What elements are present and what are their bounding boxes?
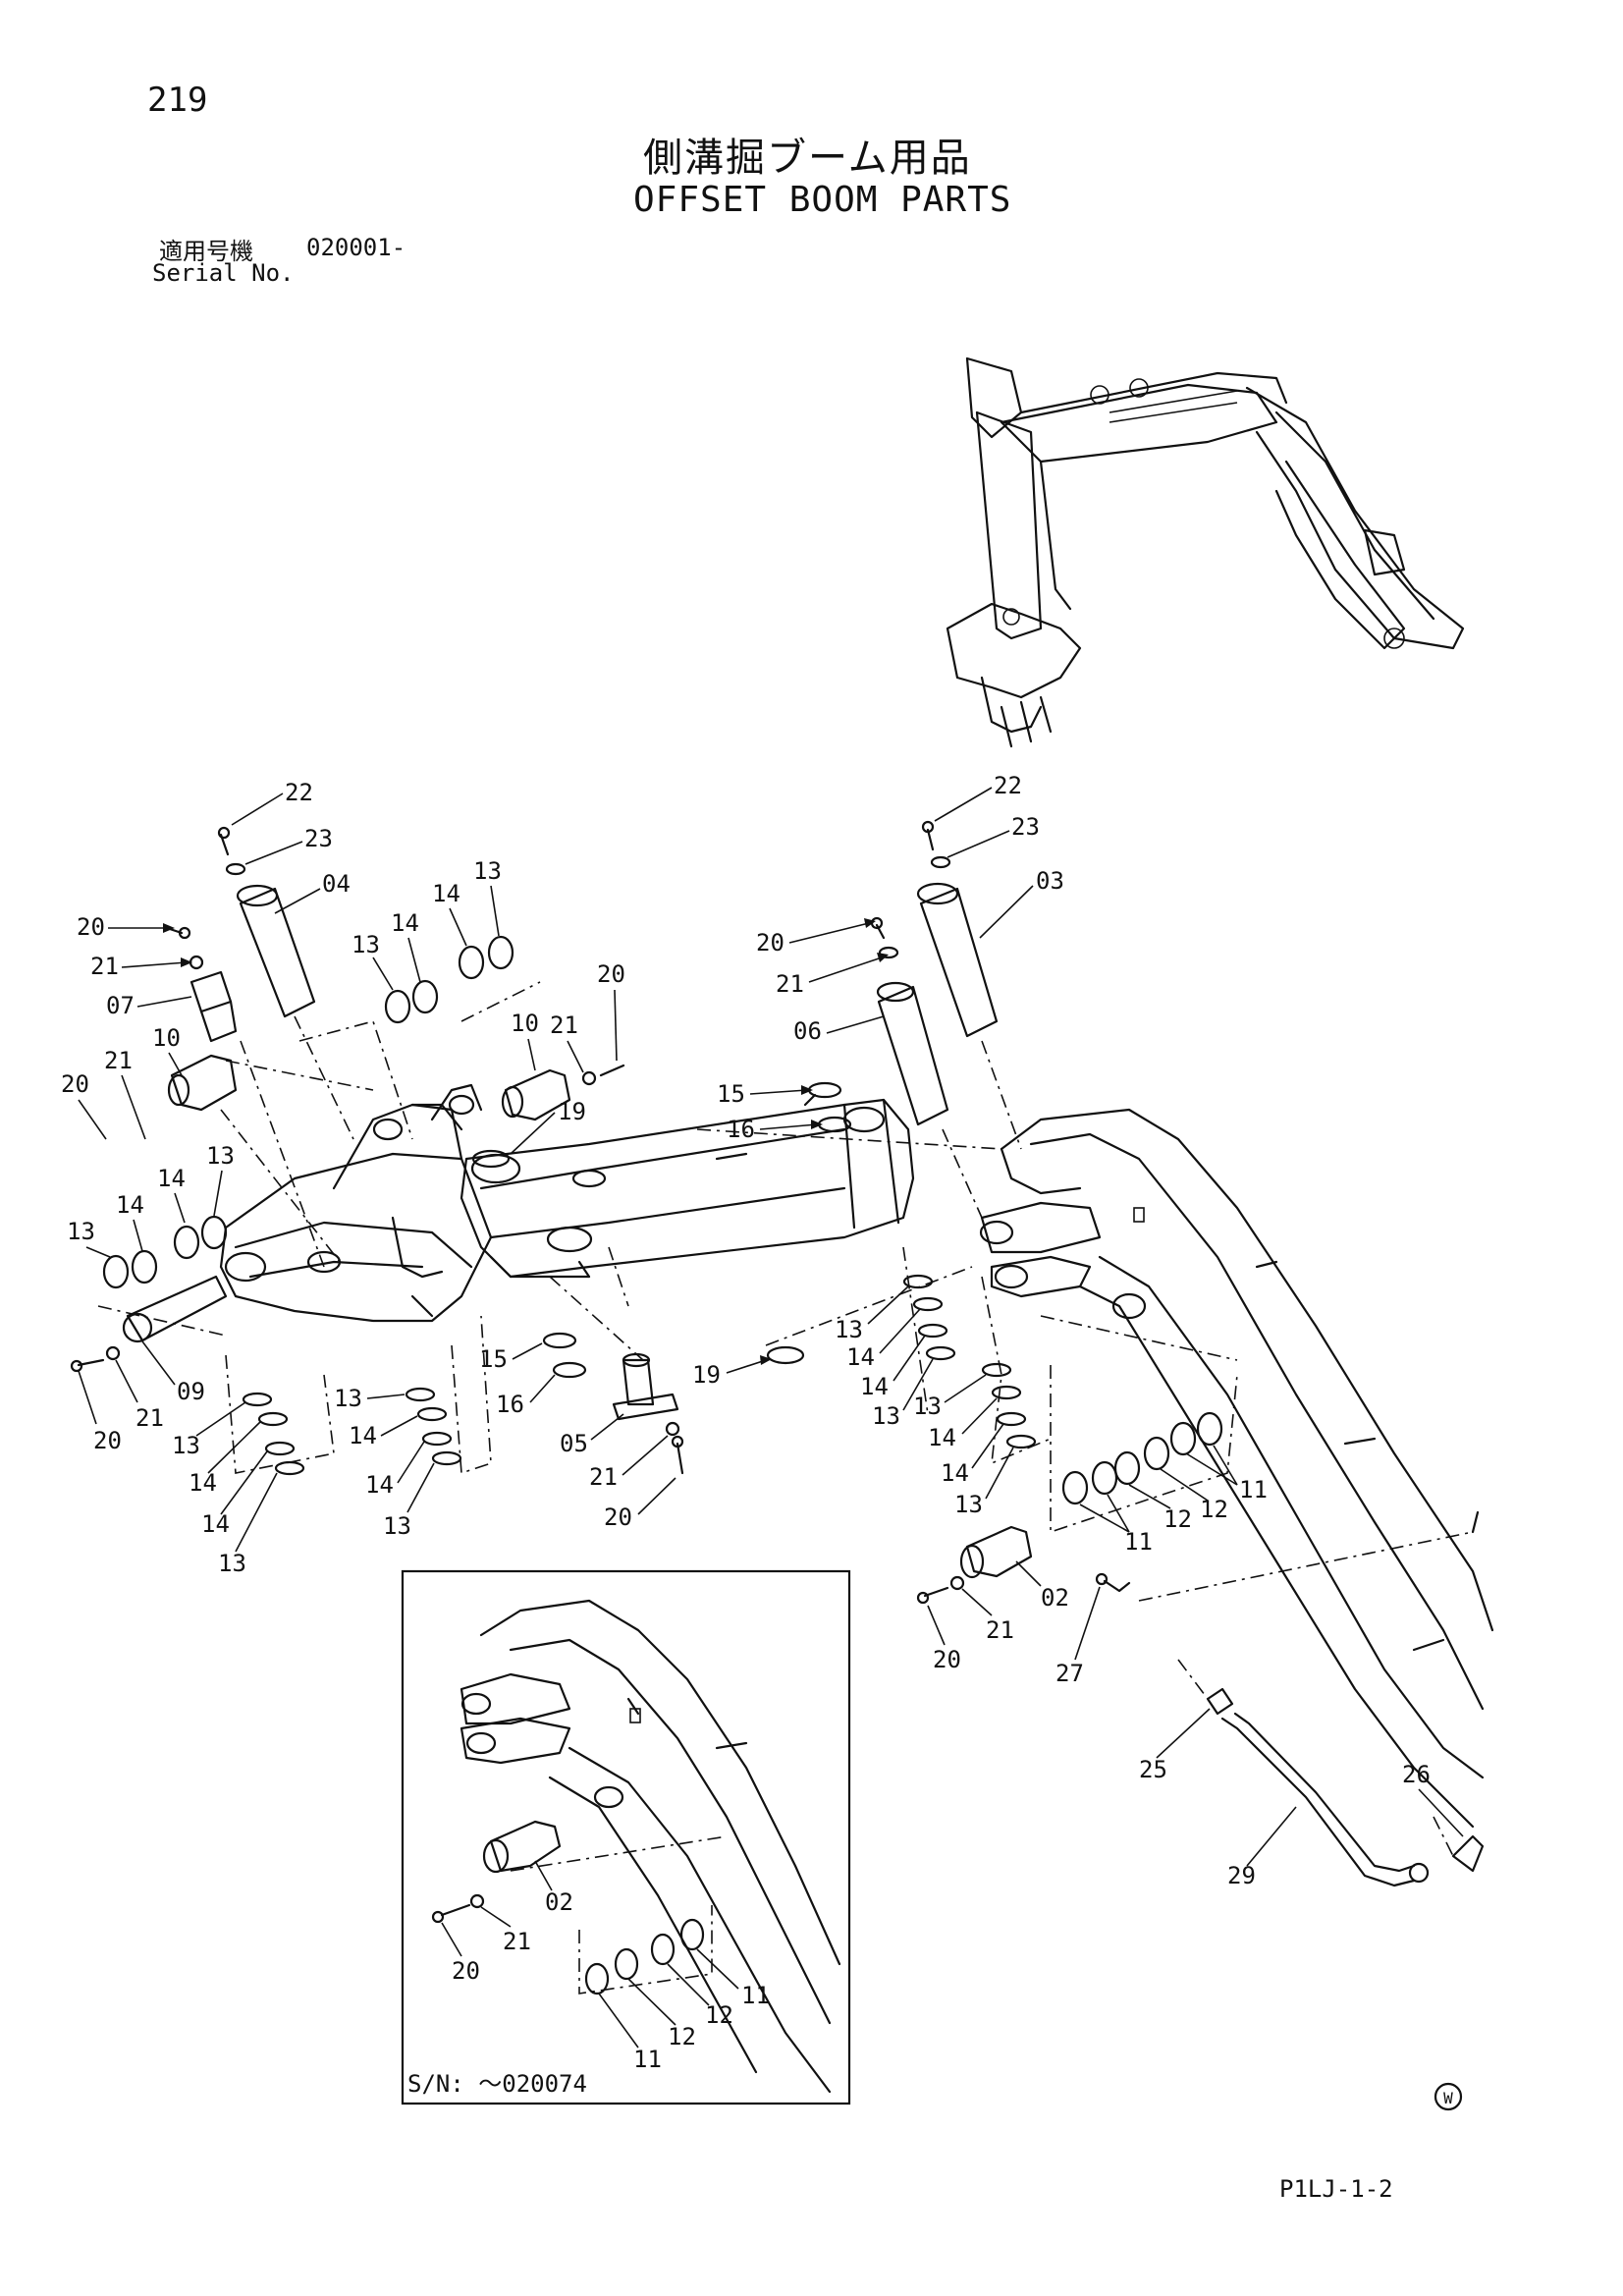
callout-label: 06: [793, 1017, 822, 1045]
callout-label: 11: [1124, 1528, 1153, 1556]
callout-label: 13: [218, 1550, 246, 1577]
page-number: 219: [147, 81, 208, 120]
callout-label: 13: [383, 1512, 411, 1540]
callout-label: 21: [986, 1616, 1014, 1644]
callout-label: 23: [304, 825, 333, 852]
callout-label: 21: [104, 1047, 133, 1074]
callout-label: 10: [152, 1024, 181, 1052]
callout-label: 14: [846, 1343, 875, 1371]
callout-label: 12: [705, 2001, 733, 2029]
callout-label: 21: [135, 1404, 164, 1432]
title-japanese: 側溝掘ブーム用品: [643, 136, 972, 181]
callout-label: 14: [941, 1459, 969, 1487]
serial-value: 020001-: [306, 234, 406, 261]
callout-label: 23: [1011, 813, 1040, 841]
callout-label: 19: [692, 1361, 721, 1389]
callout-label: 13: [67, 1218, 95, 1245]
callout-label: 13: [954, 1491, 983, 1518]
callout-label: 25: [1139, 1756, 1167, 1783]
callout-label: 21: [589, 1463, 618, 1491]
callout-label: 14: [189, 1469, 217, 1497]
callout-label: 02: [1041, 1584, 1069, 1612]
callout-label: 15: [717, 1080, 745, 1108]
left-knuckle-assembly: [219, 1083, 493, 1323]
title-english: OFFSET BOOM PARTS: [633, 180, 1012, 220]
callout-label: 16: [727, 1116, 755, 1143]
serial-label-japanese: 適用号機: [159, 238, 253, 265]
callout-label: 27: [1055, 1660, 1084, 1687]
callout-label: 14: [116, 1191, 144, 1219]
callout-label: 13: [334, 1385, 362, 1412]
callout-label: 14: [349, 1422, 377, 1449]
callout-label: 11: [1239, 1476, 1268, 1503]
callout-label: 20: [93, 1427, 122, 1454]
callout-label: 14: [860, 1373, 889, 1400]
callout-label: 20: [933, 1646, 961, 1673]
callout-label: 20: [452, 1957, 480, 1985]
callout-label: 21: [550, 1011, 578, 1039]
callout-label: 19: [558, 1098, 586, 1125]
callout-labels: 22 23 04 13 14 14 13 20 21 07 21 10 20 2…: [61, 772, 1464, 2073]
callout-label: 02: [545, 1888, 573, 1916]
callout-label: 12: [668, 2023, 696, 2050]
serial-label-english: Serial No.: [152, 259, 295, 287]
callout-label: 09: [177, 1378, 205, 1405]
callout-label: 04: [322, 870, 351, 898]
callout-label: 10: [511, 1010, 539, 1037]
callout-label: 15: [479, 1345, 508, 1373]
callout-label: 14: [365, 1471, 394, 1499]
callout-label: 03: [1036, 867, 1064, 895]
boom-right: [979, 1108, 1494, 1829]
callout-label: 13: [172, 1432, 200, 1459]
callout-label: 20: [61, 1070, 89, 1098]
callout-label: 21: [90, 953, 119, 980]
callout-label: 13: [872, 1402, 900, 1430]
callout-label: 20: [597, 960, 625, 988]
callout-label: 12: [1200, 1496, 1228, 1523]
inset-serial-note: S/N: ～020074: [407, 2070, 587, 2098]
callout-label: 20: [756, 929, 784, 957]
w-mark-letter: W: [1443, 2089, 1453, 2107]
offset-arm: [460, 1093, 915, 1279]
callout-label: 14: [432, 880, 460, 907]
callout-label: 16: [496, 1391, 524, 1418]
callout-label: 21: [776, 970, 804, 998]
callout-label: 13: [206, 1142, 235, 1170]
callout-label: 11: [741, 1982, 770, 2009]
callout-label: 07: [106, 992, 135, 1019]
callout-label: 20: [604, 1503, 632, 1531]
callout-label: 22: [994, 772, 1022, 799]
callout-label: 11: [633, 2046, 662, 2073]
callout-label: 21: [503, 1928, 531, 1955]
callout-label: 14: [201, 1510, 230, 1538]
w-mark: W: [1434, 2082, 1463, 2111]
callout-label: 05: [560, 1430, 588, 1457]
excavator-overview-illustration: [946, 356, 1465, 748]
callout-label: 13: [835, 1316, 863, 1343]
footer-code: P1LJ-1-2: [1279, 2175, 1393, 2203]
callout-label: 22: [285, 779, 313, 806]
pins-and-fasteners: [70, 820, 1485, 1887]
callout-label: 14: [157, 1165, 186, 1192]
callout-label: 13: [473, 857, 502, 885]
callout-label: 13: [913, 1393, 942, 1420]
callout-label: 20: [77, 913, 105, 941]
callout-label: 14: [391, 909, 419, 937]
inset-box: S/N: ～020074: [401, 1569, 851, 2105]
callout-label: 14: [928, 1424, 956, 1451]
callout-label: 13: [352, 931, 380, 958]
callout-label: 29: [1227, 1862, 1256, 1889]
callout-label: 26: [1402, 1761, 1431, 1788]
callout-label: 12: [1163, 1505, 1192, 1533]
